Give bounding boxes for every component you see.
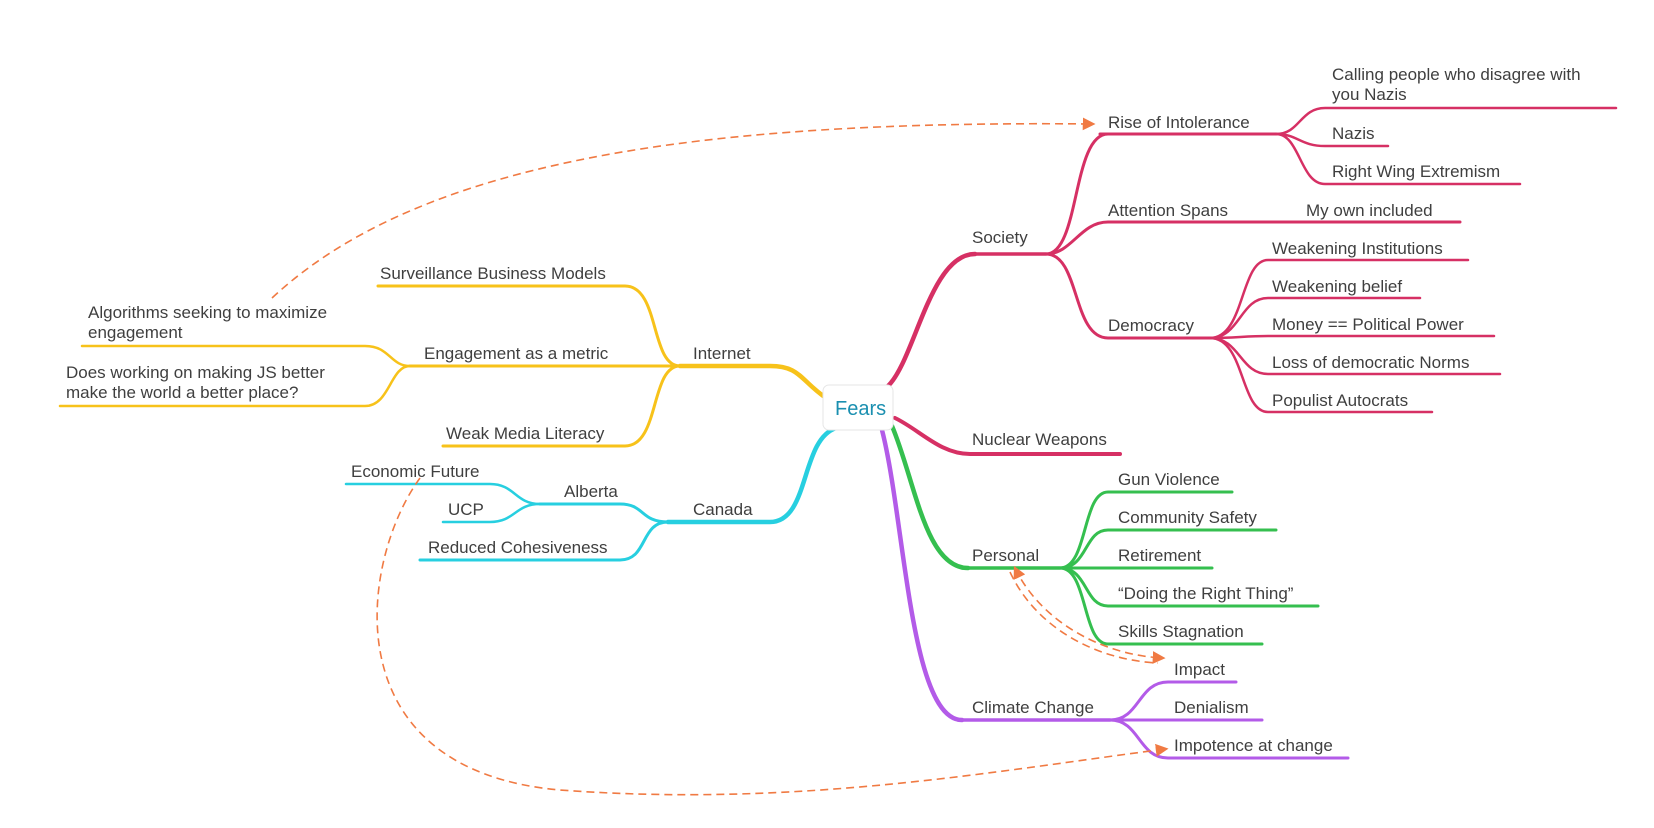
algorithms-label-line1[interactable]: Algorithms seeking to maximize [88,303,327,322]
climate-change-branch: Climate Change Impact Denialism Impotenc… [879,427,1350,760]
connector-democracy [1044,252,1212,340]
connector-js-better [58,364,412,408]
canada-branch: Canada Alberta Economic Future UCP Reduc… [344,425,839,562]
money-political-power-label[interactable]: Money == Political Power [1272,315,1464,334]
nuclear-weapons-label[interactable]: Nuclear Weapons [972,430,1107,449]
connector-right-wing [1274,132,1522,186]
root-label[interactable]: Fears [835,398,886,420]
connector-attention-spans [1044,220,1462,256]
connector-alberta [538,502,670,524]
engagement-label[interactable]: Engagement as a metric [424,344,609,363]
connector-impotence [1108,718,1350,760]
connector-society-intolerance [1044,132,1110,256]
connector-reduced-cohesiveness [418,520,670,562]
connector-root-personal [889,423,971,571]
ucp-label[interactable]: UCP [448,500,484,519]
connector-algorithms [80,344,412,368]
connector-root-canada [665,425,839,525]
connector-root-climate [879,427,965,723]
nazis-label[interactable]: Nazis [1332,124,1375,143]
society-branch: Society Rise of Intolerance Calling peop… [885,65,1618,414]
climate-change-label[interactable]: Climate Change [972,698,1094,717]
connector-weakening-belief [1208,296,1422,340]
connector-media-literacy [441,364,682,448]
populist-autocrats-label[interactable]: Populist Autocrats [1272,391,1408,410]
connector-money-power [1208,334,1496,340]
media-literacy-label[interactable]: Weak Media Literacy [446,424,605,443]
internet-label[interactable]: Internet [693,344,751,363]
relation-personal-to-impact[interactable] [1013,565,1166,664]
connector-ucp [441,502,542,524]
calling-people-label-line2[interactable]: you Nazis [1332,85,1407,104]
connector-weakening-institutions [1208,258,1470,340]
js-better-label-line2[interactable]: make the world a better place? [66,383,298,402]
society-label[interactable]: Society [972,228,1028,247]
connector-root-internet [677,363,829,401]
connector-impact [1108,680,1238,722]
alberta-label[interactable]: Alberta [564,482,618,501]
gun-violence-label[interactable]: Gun Violence [1118,470,1220,489]
community-safety-label[interactable]: Community Safety [1118,508,1257,527]
right-wing-extremism-label[interactable]: Right Wing Extremism [1332,162,1500,181]
relation-algorithms-to-intolerance[interactable] [271,117,1096,299]
surveillance-label[interactable]: Surveillance Business Models [380,264,606,283]
retirement-label[interactable]: Retirement [1118,546,1201,565]
denialism-label[interactable]: Denialism [1174,698,1249,717]
connector-gun-violence [1058,490,1234,570]
weakening-institutions-label[interactable]: Weakening Institutions [1272,239,1443,258]
attention-spans-label[interactable]: Attention Spans [1108,201,1228,220]
root-node-box[interactable] [822,384,894,431]
canada-label[interactable]: Canada [693,500,753,519]
personal-label[interactable]: Personal [972,546,1039,565]
skills-stagnation-label[interactable]: Skills Stagnation [1118,622,1244,641]
connector-nuclear-weapons [893,416,1122,456]
relationships [271,117,1169,796]
personal-branch: Personal Gun Violence Community Safety R… [889,423,1320,646]
calling-people-label-line1[interactable]: Calling people who disagree with [1332,65,1581,84]
loss-democratic-norms-label[interactable]: Loss of democratic Norms [1272,353,1469,372]
democracy-label[interactable]: Democracy [1108,316,1194,335]
impotence-at-change-label[interactable]: Impotence at change [1174,736,1333,755]
connector-root-society [885,251,978,389]
economic-future-label[interactable]: Economic Future [351,462,480,481]
algorithms-label-line2[interactable]: engagement [88,323,183,342]
reduced-cohesiveness-label[interactable]: Reduced Cohesiveness [428,538,608,557]
impact-label[interactable]: Impact [1174,660,1225,679]
relation-economic-future-to-impotence[interactable] [376,477,1169,796]
weakening-belief-label[interactable]: Weakening belief [1272,277,1402,296]
my-own-included-label[interactable]: My own included [1306,201,1433,220]
doing-the-right-thing-label[interactable]: “Doing the Right Thing” [1118,584,1294,603]
connector-populist [1208,336,1434,414]
connector-surveillance [376,284,682,368]
root-node[interactable]: Fears [822,384,894,431]
rise-of-intolerance-label[interactable]: Rise of Intolerance [1108,113,1250,132]
js-better-label-line1[interactable]: Does working on making JS better [66,363,325,382]
connector-calling-nazis [1274,106,1618,136]
connector-economic-future [344,482,542,506]
nuclear-weapons-branch: Nuclear Weapons [893,416,1122,456]
relation-personal-to-impact-second[interactable] [1009,571,1159,664]
internet-branch: Internet Surveillance Business Models En… [58,264,829,448]
